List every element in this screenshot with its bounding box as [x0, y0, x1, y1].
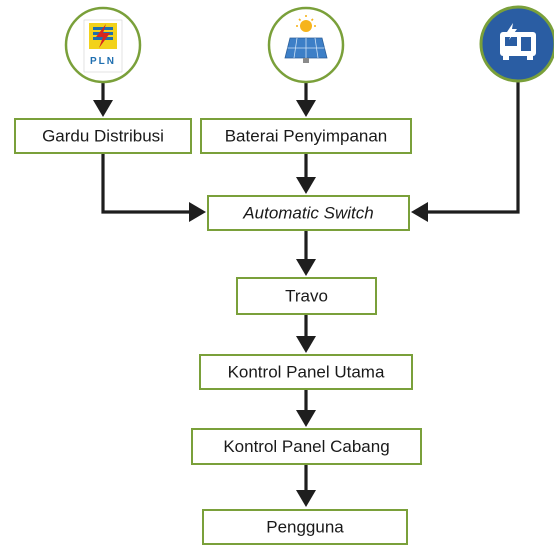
generator-icon [500, 23, 536, 60]
arrowhead-gardu-to-switch [189, 202, 206, 222]
node-gardu-distribusi: Gardu Distribusi [14, 118, 192, 154]
gardu-distribusi-label: Gardu Distribusi [42, 127, 164, 146]
solar-panel-icon [284, 15, 328, 63]
connectors [93, 80, 520, 507]
arrow-generator-to-switch [425, 80, 520, 214]
node-kontrol-panel-cabang: Kontrol Panel Cabang [191, 428, 422, 465]
arrowhead-switch-to-travo [296, 259, 316, 276]
node-automatic-switch: Automatic Switch [207, 195, 410, 231]
arrowhead-generator-to-switch [411, 202, 428, 222]
kontrol-panel-cabang-label: Kontrol Panel Cabang [223, 437, 389, 456]
node-pengguna: Pengguna [202, 509, 408, 545]
arrowhead-baterai-to-switch [296, 177, 316, 194]
node-kontrol-panel-utama: Kontrol Panel Utama [199, 354, 413, 390]
baterai-penyimpanan-label: Baterai Penyimpanan [225, 127, 388, 146]
source-generator [479, 5, 554, 83]
source-pln: PLN [64, 6, 142, 84]
node-baterai-penyimpanan: Baterai Penyimpanan [200, 118, 412, 154]
arrowhead-travo-to-utama [296, 336, 316, 353]
pln-logo-icon: PLN [83, 19, 123, 73]
source-solar [267, 6, 345, 84]
node-travo: Travo [236, 277, 377, 315]
arrowhead-solar-to-baterai [296, 100, 316, 117]
travo-label: Travo [285, 287, 328, 306]
arrowhead-utama-to-cabang [296, 410, 316, 427]
automatic-switch-label: Automatic Switch [242, 204, 373, 223]
arrowhead-pln-to-gardu [93, 100, 113, 117]
pln-logo-text: PLN [90, 56, 116, 67]
pengguna-label: Pengguna [266, 518, 344, 537]
arrowhead-cabang-to-pengguna [296, 490, 316, 507]
kontrol-panel-utama-label: Kontrol Panel Utama [228, 363, 385, 382]
arrow-gardu-to-switch [101, 153, 192, 214]
